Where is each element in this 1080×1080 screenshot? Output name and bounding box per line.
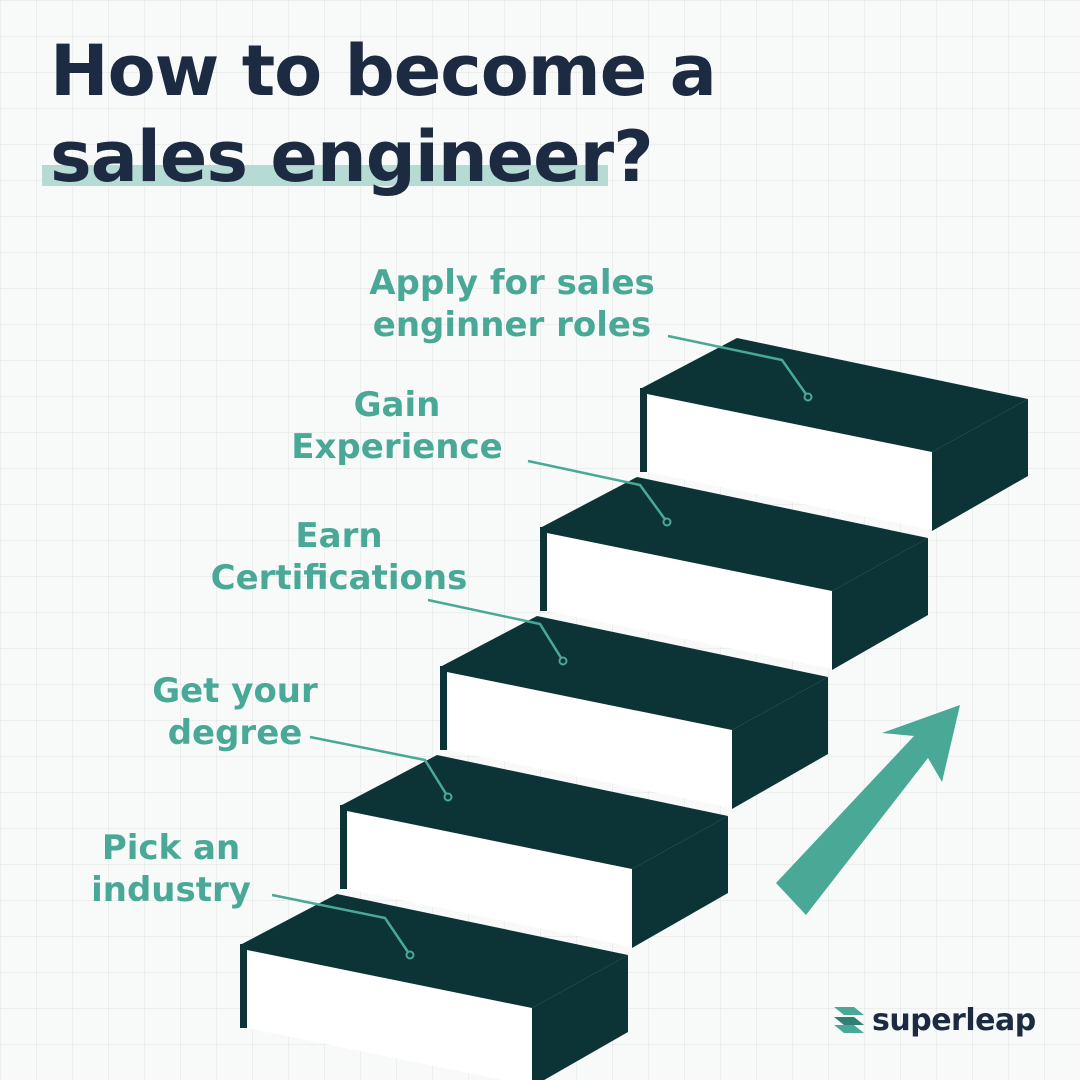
leader-dot-apply-roles — [803, 392, 813, 402]
page-title: How to become a sales engineer? — [42, 28, 717, 200]
stair-step-gain-experience — [540, 477, 928, 670]
leader-dot-pick-industry — [405, 950, 415, 960]
step-label-pick-industry: Pick an industry — [91, 828, 251, 910]
leader-line-apply-roles — [667, 334, 810, 398]
leader-dot-earn-certifications — [558, 656, 568, 666]
arrow-up-right-icon — [776, 705, 960, 915]
stair-step-get-degree — [340, 755, 728, 948]
step-label-gain-experience: Gain Experience — [291, 385, 503, 467]
brand-name: superleap — [872, 1002, 1036, 1038]
stair-step-earn-certifications — [440, 616, 828, 809]
staircase — [240, 338, 1028, 1080]
step-label-apply-roles: Apply for sales enginner roles — [369, 263, 655, 345]
title-highlight — [42, 165, 608, 186]
stair-step-apply-roles — [640, 338, 1028, 531]
step-label-earn-certifications: Earn Certifications — [210, 516, 468, 598]
leader-dot-get-degree — [443, 792, 453, 802]
brand-logo: superleap — [832, 1000, 1036, 1040]
step-label-get-degree: Get your degree — [152, 671, 318, 753]
title-line-2: sales engineer? — [50, 116, 654, 198]
leader-dot-gain-experience — [662, 517, 672, 527]
leader-line-pick-industry — [271, 893, 412, 956]
label-leader-lines — [271, 334, 813, 960]
title-line-1: How to become a — [50, 30, 717, 112]
stair-step-pick-industry — [240, 894, 628, 1080]
superleap-logo-icon — [834, 1007, 864, 1033]
leader-line-gain-experience — [527, 459, 669, 523]
leader-line-earn-certifications — [427, 598, 565, 662]
leader-line-get-degree — [309, 735, 450, 798]
